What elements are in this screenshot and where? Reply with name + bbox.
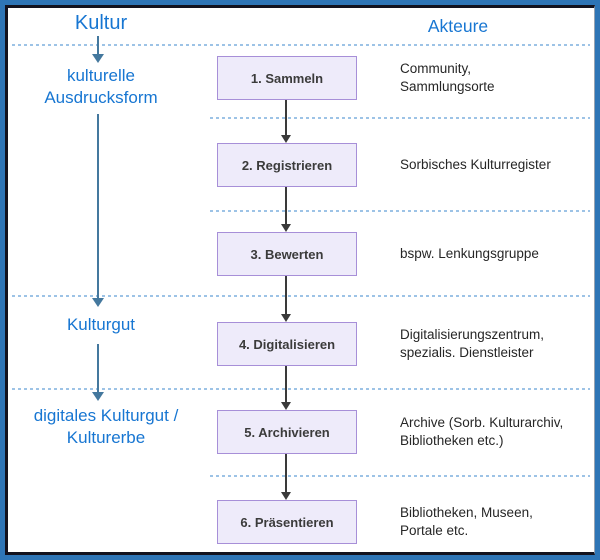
- stage-arrow-line-1: [97, 36, 99, 54]
- arrow-down-icon: [281, 135, 291, 143]
- arrow-down-icon: [92, 392, 104, 401]
- actors-praesentieren: Bibliotheken, Museen, Portale etc.: [400, 505, 533, 539]
- header-kultur: Kultur: [74, 12, 128, 34]
- flow-connector-2: [285, 187, 287, 224]
- header-akteure: Akteure: [427, 16, 489, 36]
- actors-bewerten: bspw. Lenkungsgruppe: [400, 246, 539, 261]
- stage-arrow-line-3: [97, 344, 99, 392]
- actors-archivieren: Archive (Sorb. Kulturarchiv, Bibliotheke…: [400, 415, 564, 449]
- dashed-separator-5: [210, 475, 590, 477]
- arrow-down-icon: [281, 402, 291, 410]
- stage-arrow-line-2: [97, 114, 99, 298]
- step-box-praesentieren: 6. Präsentieren: [217, 500, 357, 544]
- flow-connector-5: [285, 454, 287, 492]
- stage-label-kulturgut: Kulturgut: [66, 315, 136, 334]
- stage-label-kulturelle-ausdrucksform: kulturelle Ausdrucksform: [44, 66, 158, 108]
- dashed-separator-1: [210, 117, 590, 119]
- flow-connector-3: [285, 276, 287, 314]
- step-box-registrieren: 2. Registrieren: [217, 143, 357, 187]
- arrow-down-icon: [281, 224, 291, 232]
- step-box-bewerten: 3. Bewerten: [217, 232, 357, 276]
- actors-registrieren: Sorbisches Kulturregister: [400, 157, 551, 172]
- dashed-separator-2: [210, 210, 590, 212]
- actors-digitalisieren: Digitalisierungszentrum, spezialis. Dien…: [400, 327, 545, 361]
- stage-label-digitales-kulturgut: digitales Kulturgut / Kulturerbe: [33, 406, 179, 448]
- arrow-down-icon: [281, 492, 291, 500]
- flow-connector-1: [285, 100, 287, 135]
- actors-sammeln: Community, Sammlungsorte: [400, 61, 495, 95]
- dashed-separator-header: [12, 44, 590, 46]
- step-box-digitalisieren: 4. Digitalisieren: [217, 322, 357, 366]
- dashed-separator-3: [12, 295, 590, 297]
- arrow-down-icon: [92, 54, 104, 63]
- dashed-separator-4: [12, 388, 590, 390]
- step-box-sammeln: 1. Sammeln: [217, 56, 357, 100]
- step-box-archivieren: 5. Archivieren: [217, 410, 357, 454]
- flow-connector-4: [285, 366, 287, 402]
- diagram-panel: Kultur Akteure kulturelle Ausdrucksform …: [5, 5, 595, 555]
- arrow-down-icon: [92, 298, 104, 307]
- arrow-down-icon: [281, 314, 291, 322]
